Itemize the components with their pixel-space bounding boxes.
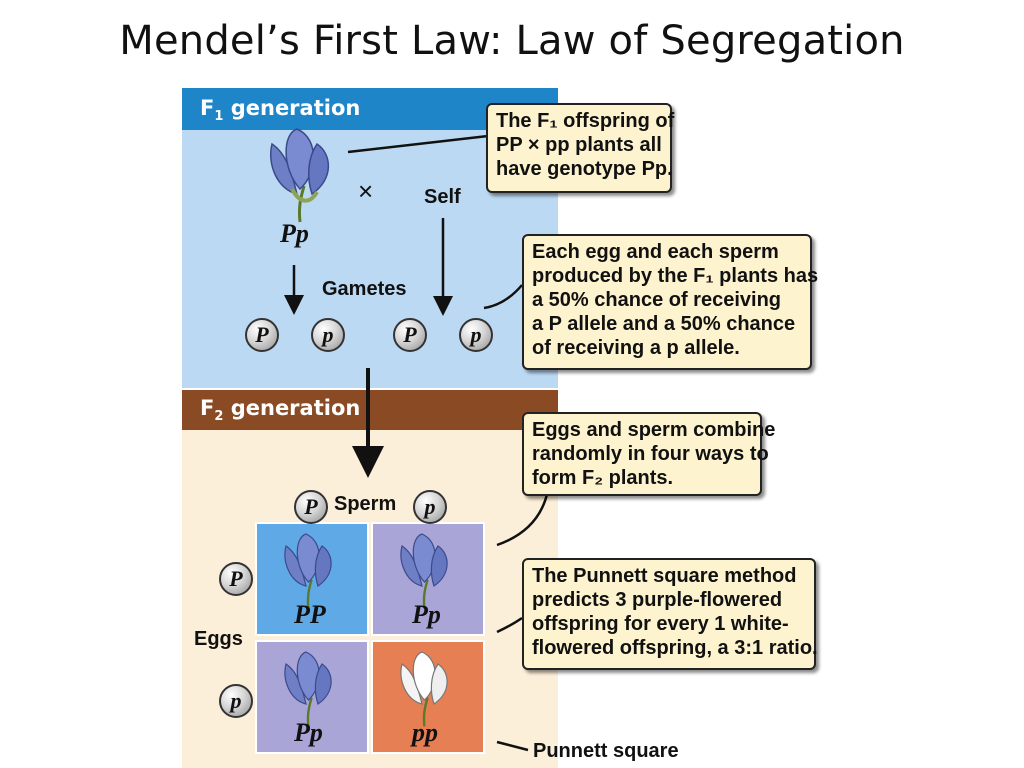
callout-line: a 50% chance of receiving [532, 289, 782, 311]
egg-allele: P [219, 562, 253, 596]
purple-flower-icon [284, 533, 332, 609]
callout-line: Each egg and each sperm [532, 241, 779, 263]
callout-line: have genotype Pp. [496, 158, 673, 180]
callout-line: flowered offspring, a 3:1 ratio. [532, 637, 818, 659]
sperm-allele: p [413, 490, 447, 524]
white-flower-icon [400, 651, 448, 727]
gamete-allele: P [245, 318, 279, 352]
callout-f1-offspring: The F₁ offspring of PP × pp plants all h… [486, 103, 675, 193]
gametes-label: Gametes [322, 278, 407, 300]
cell-genotype: Pp [412, 600, 441, 629]
egg-allele: p [219, 684, 253, 718]
callout-gamete-probability: Each egg and each sperm produced by the … [522, 234, 819, 370]
callout-line: predicts 3 purple-flowered [532, 589, 783, 611]
pointer-c3 [496, 489, 550, 547]
self-label: Self [424, 186, 461, 208]
cell-genotype: PP [294, 600, 326, 629]
purple-flower-icon [400, 533, 448, 609]
f2-generation-label: F2 generation [200, 396, 361, 425]
callout-line: randomly in four ways to [532, 443, 769, 465]
pointer-c2 [483, 284, 523, 310]
cell-genotype: pp [412, 718, 438, 747]
callout-line: The Punnett square method [532, 565, 797, 587]
f1-genotype: Pp [280, 219, 309, 248]
callout-line: of receiving a p allele. [532, 337, 740, 359]
gamete-allele: p [459, 318, 493, 352]
callout-line: Eggs and sperm combine [532, 419, 776, 441]
purple-flower-icon [284, 651, 332, 727]
f1-purple-flower-icon [270, 128, 330, 223]
pointer-punnett [496, 740, 529, 752]
gamete-allele: p [311, 318, 345, 352]
punnett-square-label: Punnett square [533, 740, 679, 762]
sperm-allele: P [294, 490, 328, 524]
slide-title: Mendel’s First Law: Law of Segregation [119, 18, 905, 64]
callout-line: form F₂ plants. [532, 467, 674, 489]
callout-line: The F₁ offspring of [496, 110, 675, 132]
callout-line: a P allele and a 50% chance [532, 313, 796, 335]
pointer-c1 [347, 134, 489, 154]
pointer-c4 [496, 616, 523, 634]
cell-genotype: Pp [294, 718, 323, 747]
callout-line: produced by the F₁ plants has [532, 265, 819, 287]
f1-generation-label: F1 generation [200, 96, 361, 125]
callout-line: PP × pp plants all [496, 134, 662, 156]
cross-symbol: × [358, 176, 374, 206]
callout-line: offspring for every 1 white- [532, 613, 789, 635]
eggs-label: Eggs [194, 628, 243, 650]
sperm-label: Sperm [334, 493, 397, 515]
callout-punnett-ratio: The Punnett square method predicts 3 pur… [522, 558, 818, 670]
callout-random-combination: Eggs and sperm combine randomly in four … [522, 412, 776, 496]
gamete-allele: P [393, 318, 427, 352]
